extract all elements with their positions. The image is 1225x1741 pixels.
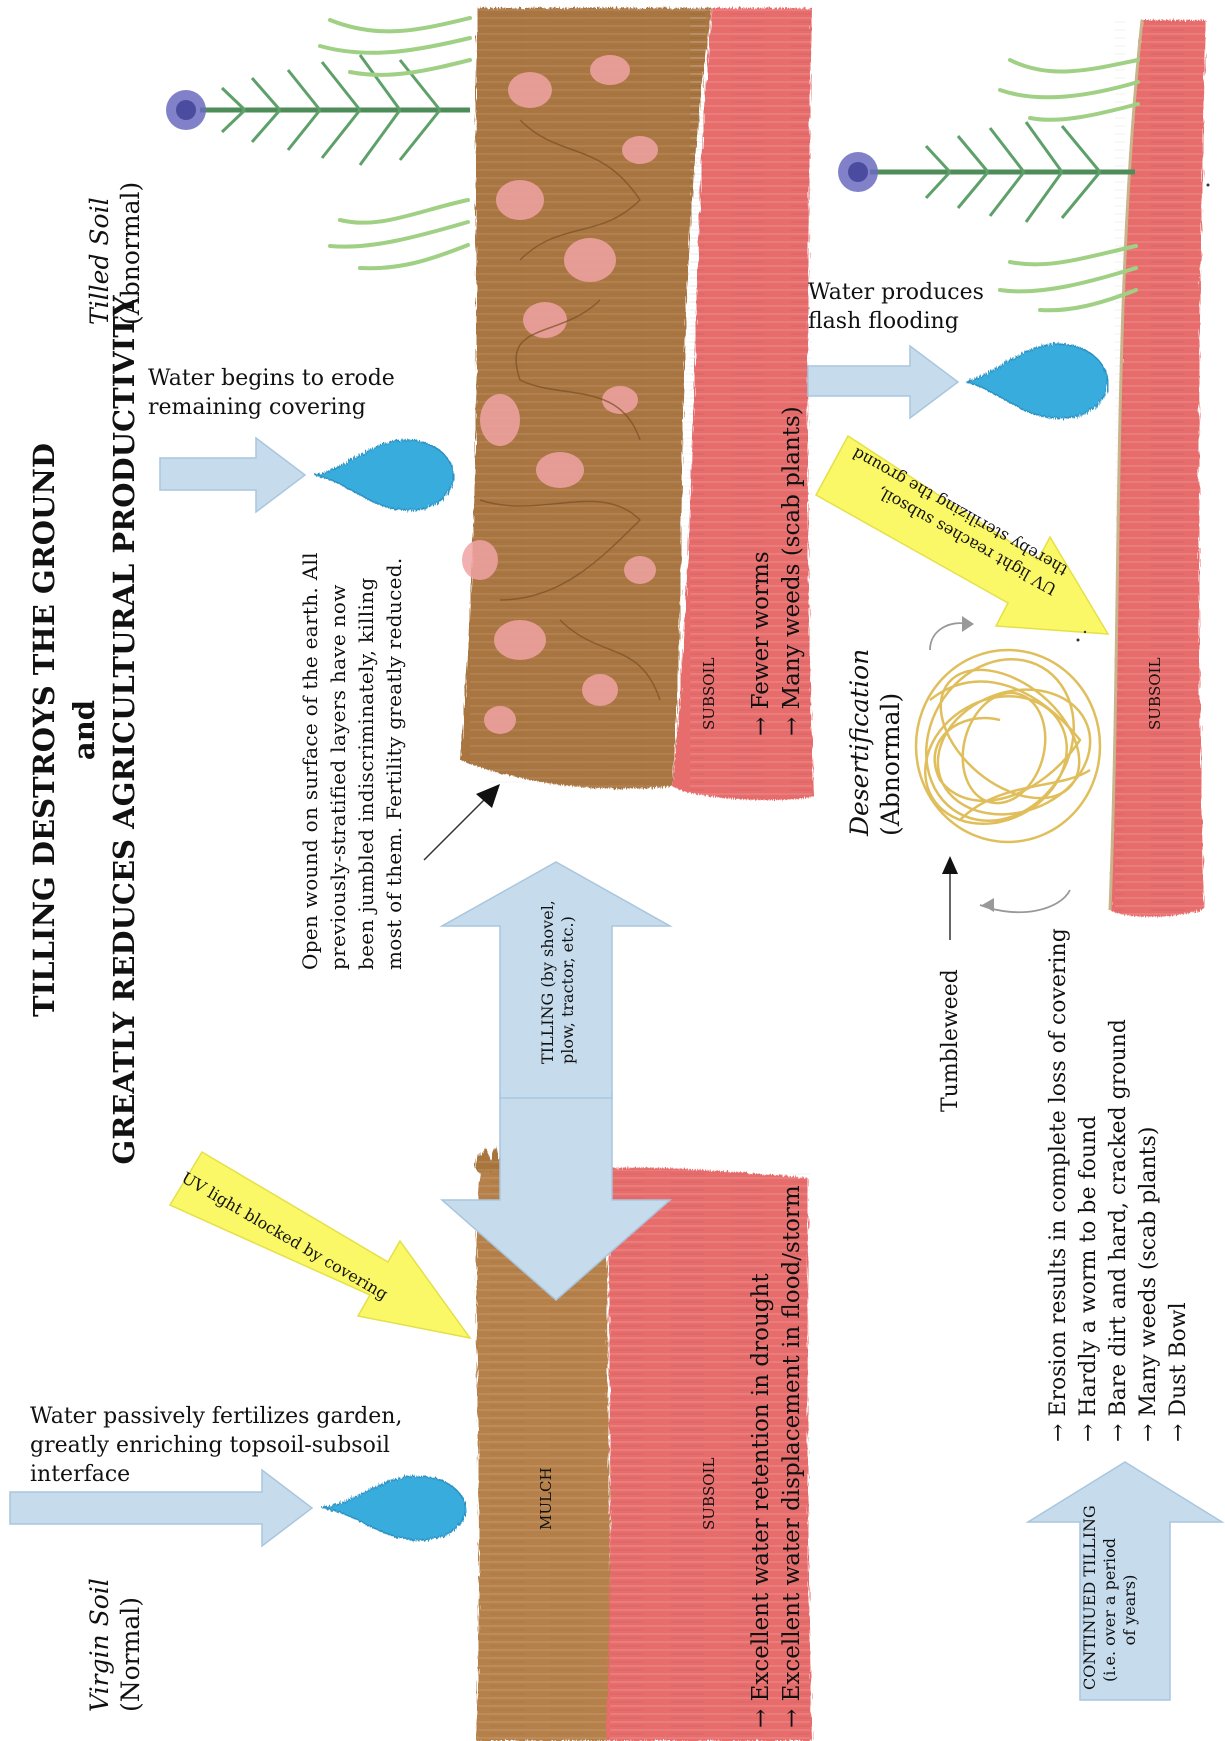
subsoil-label-virgin: SUBSOIL [700,1458,718,1530]
title-line-1: TILLING DESTROYS THE GROUND [25,140,63,1320]
virgin-water-text: Water passively fertilizes garden, great… [30,1402,402,1489]
tilled-soil-name: Tilled Soil [84,182,115,325]
virgin-soil-kind: (Normal) [115,1578,146,1712]
desert-name: Desertification [844,649,875,836]
mulch-label: MULCH [537,1467,555,1530]
tilling-step-text: TILLING (by shovel, plow, tractor, etc.) [538,929,578,1064]
desert-water-text: Water produces flash flooding [808,278,984,336]
desert-heading: Desertification (Abnormal) [844,649,906,836]
continued-step-text: CONTINUED TILLING (i.e. over a period of… [1080,1530,1140,1690]
tilled-soil-kind: (Abnormal) [115,182,146,325]
desert-kind: (Abnormal) [875,649,906,836]
virgin-soil-heading: Virgin Soil (Normal) [84,1578,146,1712]
tilled-notes: → Fewer worms → Many weeds (scab plants) [746,406,808,736]
wound-text: Open wound on surface of the earth. All … [296,552,408,970]
virgin-soil-name: Virgin Soil [84,1578,115,1712]
tumbleweed-label: Tumbleweed [936,969,965,1112]
subsoil-label-tilled: SUBSOIL [700,658,718,730]
tilled-water-text: Water begins to erode remaining covering [148,364,395,422]
desert-notes: → Erosion results in complete loss of co… [1044,928,1194,1442]
virgin-notes: → Excellent water retention in drought →… [746,1185,808,1728]
tilled-soil-heading: Tilled Soil (Abnormal) [84,182,146,325]
subsoil-label-desert: SUBSOIL [1146,658,1164,730]
